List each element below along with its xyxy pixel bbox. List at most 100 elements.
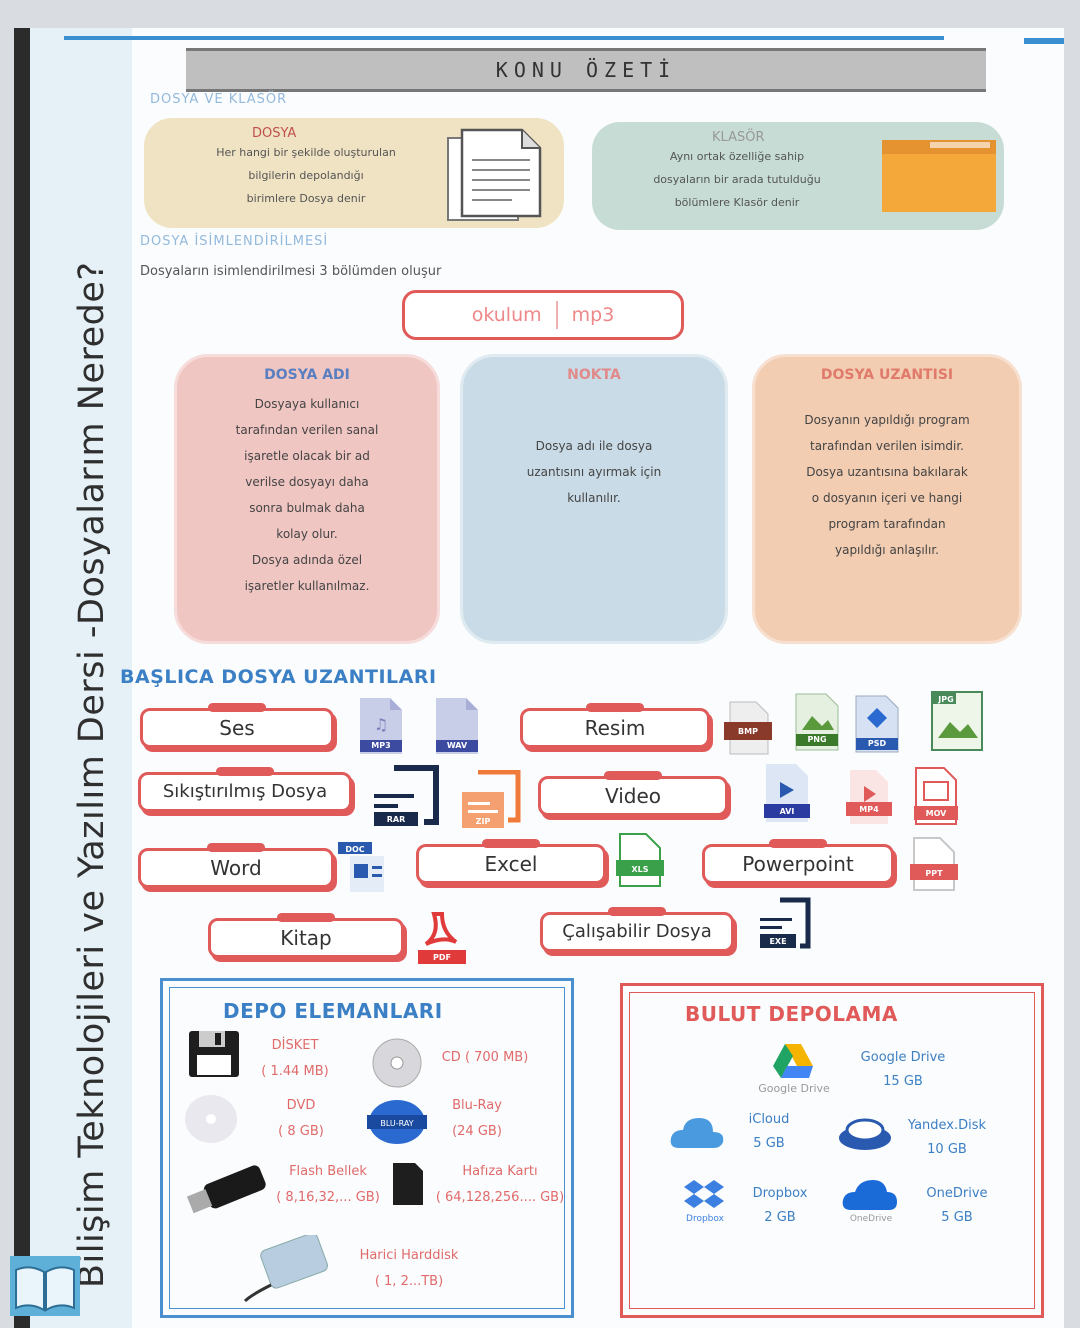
mov-label: MOV: [925, 809, 947, 818]
storage-item-size: (24 GB): [452, 1124, 502, 1139]
mp4-icon: MP4: [844, 768, 894, 828]
storage-item-name: Blu-Ray: [452, 1098, 502, 1113]
png-label: PNG: [807, 735, 827, 744]
column-title: NOKTA: [567, 367, 621, 383]
storage-item-name: Flash Bellek: [289, 1164, 367, 1179]
document-page: Bilişim Teknolojileri ve Yazılım Dersi -…: [10, 28, 1064, 1328]
klasor-line-3: bölümlere Klasör denir: [674, 196, 800, 209]
column-line: Dosyanın yapıldığı program: [804, 413, 970, 427]
zip-icon: ZIP: [458, 769, 522, 832]
cloud-item-size: 10 GB: [927, 1142, 967, 1157]
dosya-line-3: birimlere Dosya denir: [246, 192, 366, 205]
column-line: verilse dosyayı daha: [245, 475, 369, 489]
column-line: tarafından verilen isimdir.: [810, 439, 964, 453]
cloud-item-name: OneDrive: [926, 1186, 988, 1201]
dosya-title: DOSYA: [252, 126, 297, 141]
category-excel: Excel: [416, 844, 606, 884]
google-drive-logo-text: Google Drive: [758, 1082, 830, 1095]
storage-item-size: ( 8 GB): [278, 1124, 324, 1139]
jpg-icon: JPG: [928, 688, 984, 754]
category-resim: Resim: [520, 708, 710, 748]
dropbox-icon: [684, 1180, 724, 1208]
column-line: kullanılır.: [567, 491, 621, 505]
storage-devices-title: DEPO ELEMANLARI: [223, 999, 443, 1023]
example-ext: mp3: [571, 304, 615, 326]
open-book-icon: [10, 1256, 80, 1316]
section-label-dosya-isim: DOSYA İSİMLENDİRİLMESİ: [140, 234, 329, 249]
storage-item-size: ( 1, 2...TB): [374, 1274, 444, 1289]
storage-item-size: ( 64,128,256.... GB): [435, 1190, 565, 1205]
dosya-line-1: Her hangi bir şekilde oluşturulan: [216, 146, 396, 159]
page-title: KONU ÖZETİ: [186, 48, 986, 92]
pdf-icon: PDF: [416, 908, 468, 966]
klasor-line-2: dosyaların bir arada tutulduğu: [653, 173, 821, 186]
storage-item-size: ( 700 MB): [464, 1050, 529, 1065]
column-line: program tarafından: [828, 517, 946, 531]
column-line: tarafından verilen sanal: [235, 423, 379, 437]
wav-icon: WAV: [434, 696, 480, 756]
cloud-storage-box: BULUT DEPOLAMA Google Drive Google Drive…: [620, 983, 1044, 1318]
ppt-icon: PPT: [908, 836, 960, 892]
xls-icon: XLS: [614, 832, 666, 888]
zip-label: ZIP: [475, 817, 491, 826]
column-line: işaretle olacak bir ad: [244, 449, 370, 463]
storage-item-name: DVD: [286, 1098, 316, 1113]
storage-item-name: DİSKET: [271, 1038, 319, 1053]
exe-icon: EXE: [756, 896, 814, 954]
cloud-item-name: Dropbox: [752, 1186, 808, 1201]
example-filename: okulum mp3: [402, 290, 684, 340]
column-line: Dosyaya kullanıcı: [254, 397, 360, 411]
cloud-item-name: Google Drive: [860, 1050, 946, 1065]
doc-label: DOC: [345, 845, 365, 854]
top-rule-right: [1024, 38, 1064, 44]
category-calistirilabilir: Çalışabilir Dosya: [540, 912, 734, 952]
sidebar: [14, 28, 132, 1328]
bmp-icon: BMP: [722, 698, 774, 758]
ppt-label: PPT: [925, 869, 943, 878]
cloud-item-size: 5 GB: [941, 1210, 973, 1225]
icloud-icon: [670, 1118, 724, 1148]
column-dosya-uzantisi: DOSYA UZANTISI Dosyanın yapıldığı progra…: [752, 354, 1022, 644]
category-kitap: Kitap: [208, 918, 404, 958]
png-icon: PNG: [794, 692, 840, 752]
document-icon: [447, 128, 542, 221]
column-line: işaretler kullanılmaz.: [244, 579, 370, 593]
column-line: o dosyanın içeri ve hangi: [811, 491, 963, 505]
dropbox-logo-text: Dropbox: [686, 1214, 724, 1224]
bmp-label: BMP: [738, 727, 758, 736]
avi-icon: AVI: [762, 762, 812, 826]
mp4-label: MP4: [859, 805, 879, 814]
example-name: okulum: [471, 304, 542, 326]
storage-item-name: CD: [441, 1050, 461, 1065]
column-line: kolay olur.: [276, 527, 338, 541]
dosya-line-2: bilgilerin depolandığı: [248, 169, 364, 182]
cloud-item-name: Yandex.Disk: [907, 1118, 987, 1133]
blu-ray-icon: BLU-RAY: [367, 1100, 427, 1144]
cloud-storage-title: BULUT DEPOLAMA: [685, 1002, 898, 1026]
storage-item-name: Harici Harddisk: [359, 1248, 459, 1263]
storage-item-size: ( 1.44 MB): [261, 1064, 329, 1079]
cd-icon: [372, 1038, 422, 1088]
category-word: Word: [138, 848, 334, 888]
rar-icon: RAR: [370, 764, 440, 828]
column-line: Dosya adı ile dosya: [535, 439, 653, 453]
section-label-dosya-klasor: DOSYA VE KLASÖR: [150, 92, 288, 107]
wav-label: WAV: [446, 741, 468, 750]
folder-icon: [882, 140, 996, 212]
blu-ray-badge: BLU-RAY: [380, 1119, 413, 1128]
doc-icon: DOC: [336, 840, 388, 896]
cloud-item-name: iCloud: [748, 1112, 790, 1127]
column-line: uzantısını ayırmak için: [526, 465, 662, 479]
mov-icon: MOV: [910, 766, 962, 828]
avi-label: AVI: [779, 807, 795, 816]
column-title: DOSYA ADI: [264, 367, 350, 383]
pdf-label: PDF: [433, 953, 451, 962]
sidebar-title: Bilişim Teknolojileri ve Yazılım Dersi -…: [72, 261, 112, 1288]
exe-label: EXE: [769, 937, 787, 946]
storage-item-size: ( 8,16,32,... GB): [276, 1190, 380, 1205]
storage-item-name: Hafıza Kartı: [462, 1164, 538, 1179]
flash-drive-icon: [186, 1165, 266, 1214]
yandex-disk-icon: [839, 1118, 891, 1150]
category-ses: Ses: [140, 708, 334, 748]
rar-label: RAR: [386, 815, 406, 824]
